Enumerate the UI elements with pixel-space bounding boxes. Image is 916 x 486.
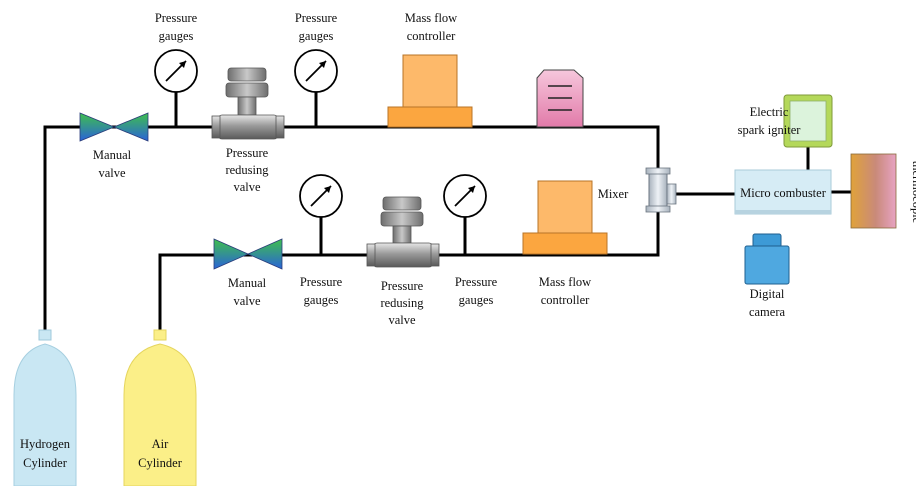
gauge-1-label-2: gauges (159, 29, 194, 43)
manual-valve-bottom-label-2: valve (233, 294, 261, 308)
hydrogen-cylinder: Hydrogen Cylinder (13, 329, 77, 486)
prv-bottom-label-3: valve (388, 313, 416, 327)
gauge-3-label-1: Pressure (300, 275, 343, 289)
pressure-gauge-2: Pressure gauges (294, 11, 338, 93)
mfc-top-label-1: Mass flow (405, 11, 457, 25)
prv-top-label-2: redusing (225, 163, 269, 177)
gauge-1-label-1: Pressure (155, 11, 198, 25)
digital-camera: Digital camera (744, 233, 790, 319)
prv-top-label-1: Pressure (226, 146, 269, 160)
gauge-2-label-2: gauges (299, 29, 334, 43)
prv-bottom-label-2: redusing (380, 296, 424, 310)
mass-flow-controller-bottom: Mass flow controller (522, 180, 608, 307)
manual-valve-bottom: Manual valve (213, 238, 283, 308)
hydrogen-label-1: Hydrogen (20, 437, 71, 451)
air-label-1: Air (152, 437, 170, 451)
pressure-reducing-valve-top: Pressure redusing valve (211, 67, 285, 194)
micro-combuster-label: Micro combuster (740, 186, 827, 200)
mixer-label: Mixer (598, 187, 629, 201)
hydrogen-pipe (43, 125, 660, 340)
mfc-bottom-label-2: controller (541, 293, 590, 307)
micro-combuster: Micro combuster (734, 169, 832, 215)
mass-flow-controller-top: Mass flow controller (387, 11, 473, 128)
gauge-4-label-2: gauges (459, 293, 494, 307)
pressure-gauge-1: Pressure gauges (154, 11, 198, 93)
air-cylinder: Air Cylinder (123, 329, 197, 486)
manual-valve-top-label-1: Manual (93, 148, 132, 162)
prv-top-label-3: valve (233, 180, 261, 194)
air-label-2: Cylinder (138, 456, 183, 470)
electric-spark-igniter: Electric spark igniter (738, 94, 833, 148)
thermocouple: thermocople (850, 153, 916, 229)
camera-label-2: camera (749, 305, 786, 319)
mfc-bottom-label-1: Mass flow (539, 275, 591, 289)
igniter-label-2: spark igniter (738, 123, 802, 137)
gauge-2-label-1: Pressure (295, 11, 338, 25)
gauge-3-label-2: gauges (304, 293, 339, 307)
gauge-4-label-1: Pressure (455, 275, 498, 289)
piping (43, 92, 853, 340)
thermocouple-label: thermocople (910, 161, 916, 224)
igniter-label-1: Electric (750, 105, 789, 119)
hydrogen-label-2: Cylinder (23, 456, 68, 470)
pressure-gauge-3: Pressure gauges (299, 174, 343, 307)
mfc-top-label-2: controller (407, 29, 456, 43)
pressure-reducing-valve-bottom: Pressure redusing valve (366, 196, 440, 327)
prv-bottom-label-1: Pressure (381, 279, 424, 293)
manual-valve-top: Manual valve (79, 112, 149, 180)
camera-label-1: Digital (750, 287, 785, 301)
manual-valve-top-label-2: valve (98, 166, 126, 180)
mixer: Mixer (598, 167, 677, 213)
pressure-gauge-4: Pressure gauges (443, 174, 498, 307)
flow-meter-device (536, 69, 584, 128)
manual-valve-bottom-label-1: Manual (228, 276, 267, 290)
